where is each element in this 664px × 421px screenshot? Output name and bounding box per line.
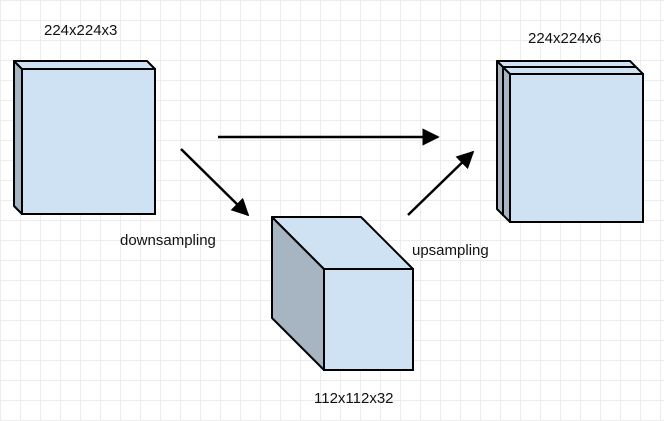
upsampling-arrow	[407, 150, 475, 216]
output-size-label: 224x224x6	[528, 30, 602, 47]
output-tensor-front	[509, 73, 644, 223]
input-tensor-side	[13, 60, 23, 215]
input-tensor-front	[21, 68, 156, 215]
downsampling-arrow	[180, 148, 250, 217]
output-tensor-block	[496, 60, 644, 223]
bottleneck-tensor-block	[271, 216, 414, 371]
input-tensor-block	[13, 60, 156, 215]
upsampling-label: upsampling	[412, 242, 489, 259]
downsampling-label: downsampling	[120, 232, 216, 249]
bottleneck-tensor-front	[323, 268, 414, 371]
bottleneck-size-label: 112x112x32	[314, 390, 394, 407]
input-tensor-top	[13, 60, 156, 70]
input-size-label: 224x224x3	[44, 22, 118, 39]
